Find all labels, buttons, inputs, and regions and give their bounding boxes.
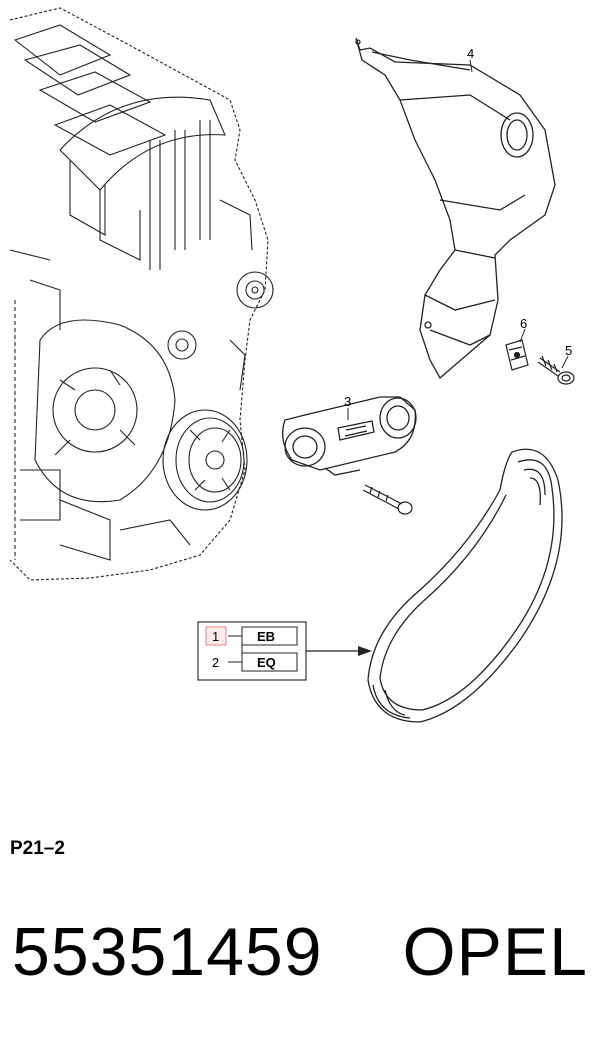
clip-nut-drawing (505, 339, 529, 371)
cover-bolt-drawing (537, 355, 575, 385)
callout-2: 2 (212, 655, 219, 670)
arrow-head-icon (358, 646, 372, 656)
callout-1: 1 (212, 629, 219, 644)
timing-cover-drawing (355, 37, 556, 380)
brand-name: OPEL (402, 914, 588, 990)
page-reference: P21–2 (10, 838, 65, 859)
callout-4: 4 (467, 46, 474, 61)
engine-code-eb: EB (257, 629, 275, 644)
highlighted-callout-1 (205, 626, 227, 646)
engine-code-legend: 1 2 EB EQ (197, 621, 372, 681)
callout-lines (347, 59, 569, 420)
engine-code-eq: EQ (257, 655, 276, 670)
part-number: 55351459 (12, 914, 323, 990)
belt-tensioner-drawing (282, 396, 417, 476)
callout-5: 5 (565, 343, 572, 358)
callout-3: 3 (344, 394, 351, 409)
exploded-parts-diagram: 4 3 6 5 1 2 EB EQ (9, 7, 575, 723)
tensioner-bolt-drawing (362, 484, 413, 515)
poly-v-belt-drawing (367, 448, 563, 723)
callout-6: 6 (520, 316, 527, 331)
engine-block-drawing (9, 7, 274, 581)
